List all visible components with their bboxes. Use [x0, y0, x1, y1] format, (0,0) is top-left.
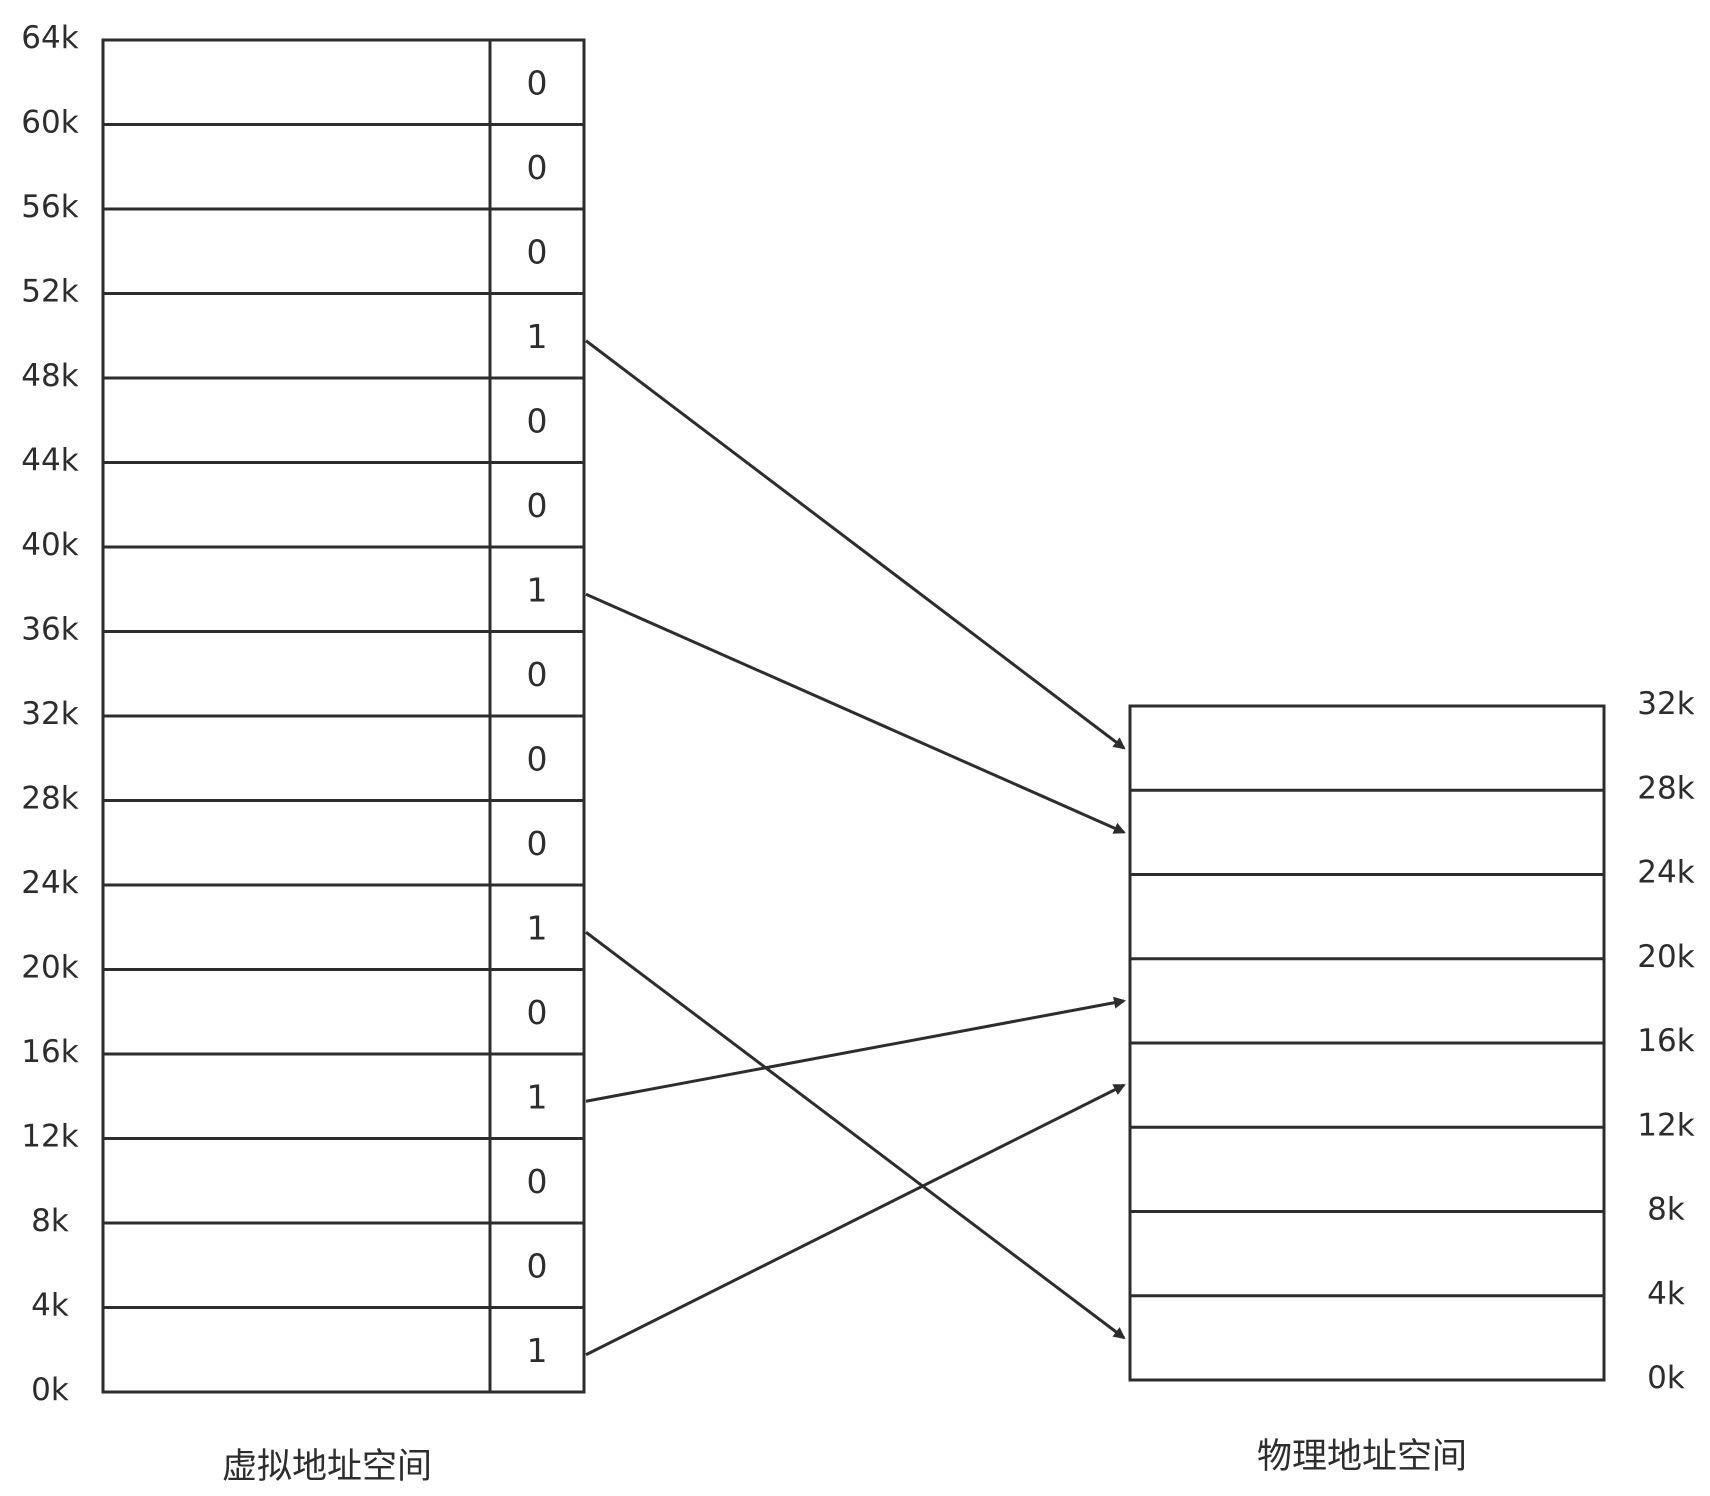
present-bit: 1 — [527, 908, 548, 947]
virtual-address-tick: 32k — [21, 696, 78, 732]
present-bit: 0 — [527, 655, 548, 694]
physical-address-tick: 0k — [1647, 1360, 1685, 1396]
virtual-address-tick: 20k — [21, 950, 78, 986]
physical-address-tick: 20k — [1637, 939, 1694, 975]
present-bit: 0 — [527, 401, 548, 440]
present-bit: 0 — [527, 1162, 548, 1201]
virtual-address-space: 0 0 0 1 0 0 1 0 0 0 1 0 1 0 0 1 64k 60k 56k 52k 48k 44k 40k 36k… — [21, 20, 586, 1408]
virtual-address-tick: 60k — [21, 105, 78, 141]
present-bit: 0 — [527, 993, 548, 1032]
virtual-address-tick: 4k — [31, 1288, 69, 1324]
present-bit: 0 — [527, 739, 548, 778]
virtual-address-tick: 48k — [21, 358, 78, 394]
virtual-address-tick: 28k — [21, 781, 78, 817]
virtual-address-tick: 8k — [31, 1203, 69, 1239]
virtual-address-space-caption: 虚拟地址空间 — [222, 1447, 432, 1487]
present-bit: 1 — [527, 570, 548, 609]
virtual-address-tick: 16k — [21, 1034, 78, 1070]
mapping-arrow — [585, 592, 1126, 834]
virtual-address-tick: 12k — [21, 1119, 78, 1155]
present-bit: 0 — [527, 232, 548, 271]
present-bit: 1 — [527, 1077, 548, 1116]
virtual-address-tick: 36k — [21, 612, 78, 648]
virtual-address-tick: 40k — [21, 527, 78, 563]
present-bit: 0 — [527, 148, 548, 187]
physical-address-tick: 24k — [1637, 855, 1694, 891]
virtual-address-tick: 24k — [21, 865, 78, 901]
physical-address-tick: 12k — [1637, 1107, 1694, 1143]
present-bit: 0 — [527, 486, 548, 525]
present-bit: 0 — [527, 1246, 548, 1285]
physical-address-tick: 8k — [1647, 1192, 1685, 1228]
mapping-arrow — [585, 1083, 1126, 1357]
present-bit: 0 — [527, 824, 548, 863]
virtual-address-tick: 44k — [21, 443, 78, 479]
physical-address-space: 32k 28k 24k 20k 16k 12k 8k 4k 0k — [1128, 686, 1695, 1396]
physical-address-space-caption: 物理地址空间 — [1257, 1437, 1467, 1477]
physical-address-tick: 28k — [1637, 770, 1694, 806]
present-bit: 0 — [527, 63, 548, 102]
present-bit: 1 — [527, 317, 548, 356]
physical-address-tick: 32k — [1637, 686, 1694, 722]
virtual-address-tick: 52k — [21, 274, 78, 310]
physical-address-tick: 4k — [1647, 1276, 1685, 1312]
physical-address-tick: 16k — [1637, 1023, 1694, 1059]
present-bit: 1 — [527, 1331, 548, 1370]
virtual-address-tick: 56k — [21, 189, 78, 225]
mapping-arrow — [585, 339, 1126, 750]
virtual-address-tick: 0k — [31, 1372, 69, 1408]
virtual-address-tick: 64k — [21, 20, 78, 56]
mapping-arrow — [585, 996, 1126, 1103]
mapping-arrow — [585, 931, 1126, 1340]
page-mappings — [585, 339, 1126, 1357]
